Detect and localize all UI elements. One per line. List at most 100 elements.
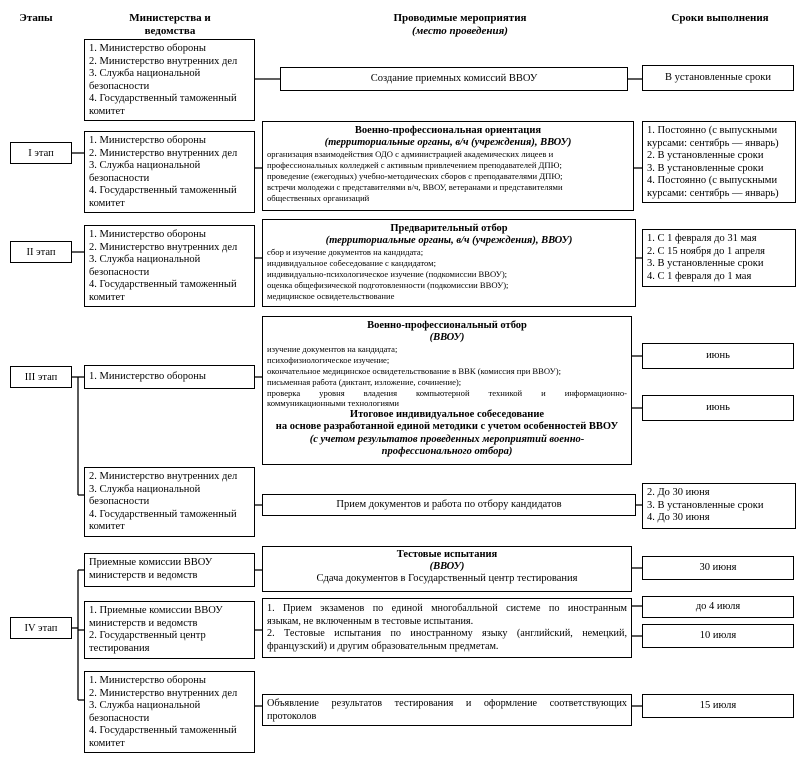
event-line: французский) и другим образовательным пр… bbox=[267, 640, 499, 652]
ministry-item: безопасности bbox=[89, 712, 150, 724]
ministry-item: министерств и ведомств bbox=[89, 617, 198, 629]
ministry-item: 4. Государственный таможенный bbox=[89, 725, 237, 737]
event-tests: Тестовые испытания (ВВОУ) Сдача документ… bbox=[262, 546, 632, 592]
ministry-item: комитет bbox=[89, 291, 125, 303]
header-events-place: (место проведения) bbox=[412, 25, 508, 37]
header-ministries-line2: ведомства bbox=[144, 25, 196, 37]
event-title: Предварительный отбор bbox=[390, 223, 508, 234]
event-line: изучение документов на кандидата; bbox=[267, 344, 398, 355]
stage-4-label: IV этап bbox=[24, 622, 58, 634]
event-line: медицинское освидетельствование bbox=[267, 290, 395, 301]
event-line: Объявление результатов тестирования и оф… bbox=[267, 698, 627, 709]
deadline-item: 2. В установленные сроки bbox=[647, 150, 764, 162]
event-place: (территориальные органы, в/ч (учреждения… bbox=[324, 137, 572, 149]
stage-3-box: III этап bbox=[10, 366, 72, 388]
deadline-text: 10 июля bbox=[699, 629, 737, 641]
ministry-item: 2. Министерство внутренних дел bbox=[89, 241, 238, 253]
event-line: профессиональных колледжей с активным пр… bbox=[267, 160, 562, 171]
deadline-text: июнь bbox=[706, 401, 730, 413]
deadline-text: В установленные сроки bbox=[665, 71, 771, 83]
deadline-text: 30 июня bbox=[699, 561, 737, 573]
event-commissions-creation: Создание приемных комиссий ВВОУ bbox=[280, 67, 628, 91]
event-line: 1. Прием экзаменов по единой многобалльн… bbox=[267, 603, 627, 614]
event-line: организация взаимодействия ОДО с админис… bbox=[267, 149, 554, 160]
ministry-item: 1. Министерство обороны bbox=[89, 229, 206, 240]
ministry-item: 4. Государственный таможенный bbox=[89, 185, 237, 197]
event-final-subtitle: профессионального отбора) bbox=[381, 445, 513, 457]
event-line: Сдача документов в Государственный центр… bbox=[316, 573, 578, 585]
stage-1-label: I этап bbox=[28, 147, 54, 159]
ministries-list-stage1: 1. Министерство обороны 2. Министерство … bbox=[84, 131, 255, 213]
event-place: (территориальные органы, в/ч (учреждения… bbox=[325, 235, 573, 247]
event-title: Военно-профессиональный отбор bbox=[367, 320, 527, 331]
ministry-item: 1. Министерство обороны bbox=[89, 370, 206, 382]
event-line: встречи молодежи с представителями в/ч, … bbox=[267, 181, 563, 192]
deadline-item: 1. Постоянно (с выпускными bbox=[647, 125, 778, 136]
event-line: проверка уровня владения компьютерной те… bbox=[267, 387, 627, 398]
event-place: (ВВОУ) bbox=[429, 332, 465, 344]
ministry-item: безопасности bbox=[89, 266, 150, 278]
deadline-item: курсами: сентябрь — январь) bbox=[647, 187, 779, 199]
event-line: сбор и изучение документов на кандидата; bbox=[267, 247, 424, 258]
header-events: Проводимые мероприятия (место проведения… bbox=[340, 12, 580, 38]
event-line: индивидуально-психологическое изучение (… bbox=[267, 269, 508, 279]
header-events-title: Проводимые мероприятия bbox=[393, 12, 527, 24]
stage-2-label: II этап bbox=[26, 246, 56, 258]
ministry-item: безопасности bbox=[89, 172, 150, 184]
deadline-text: июнь bbox=[706, 349, 730, 361]
deadline-july15: 15 июля bbox=[642, 694, 794, 718]
event-title: Тестовые испытания bbox=[396, 549, 498, 560]
ministry-item: 2. Министерство внутренних дел bbox=[89, 147, 238, 159]
ministry-item: 1. Министерство обороны bbox=[89, 43, 206, 54]
header-deadlines: Сроки выполнения bbox=[671, 12, 769, 24]
ministry-item: 2. Министерство внутренних дел bbox=[89, 55, 238, 67]
ministry-item: безопасности bbox=[89, 496, 150, 508]
stage-4-box: IV этап bbox=[10, 617, 72, 639]
deadline-july10: 10 июля bbox=[642, 624, 794, 648]
header-ministries-line1: Министерства и bbox=[129, 12, 211, 24]
deadline-stage3-june-1: июнь bbox=[642, 343, 794, 369]
ministries-commissions: Приемные комиссии ВВОУ министерств и вед… bbox=[84, 553, 255, 587]
ministry-item: 4. Государственный таможенный bbox=[89, 508, 237, 520]
ministries-list3-stage3: 2. Министерство внутренних дел 3. Служба… bbox=[84, 467, 255, 537]
ministry-item: комитет bbox=[89, 521, 125, 533]
event-documents: Прием документов и работа по отбору канд… bbox=[262, 494, 636, 516]
deadline-item: 4. С 1 февраля до 1 мая bbox=[647, 270, 752, 282]
ministries-list-row1: 1. Министерство обороны 2. Министерство … bbox=[84, 39, 255, 121]
event-line: оценка общефизической подготовленности (… bbox=[267, 279, 509, 290]
event-line: языкам, не включенным в тестовые испытан… bbox=[267, 615, 474, 627]
deadline-row1: В установленные сроки bbox=[642, 65, 794, 91]
event-line: окончательное медицинское освидетельство… bbox=[267, 366, 561, 376]
deadline-item: 2. С 15 ноября до 1 апреля bbox=[647, 245, 766, 257]
event-selection: Военно-профессиональный отбор (ВВОУ) изу… bbox=[262, 316, 632, 465]
ministry-item: Приемные комиссии ВВОУ bbox=[89, 557, 213, 568]
ministry-item: 4. Государственный таможенный bbox=[89, 93, 237, 105]
ministry-item: тестирования bbox=[89, 642, 150, 654]
deadline-stage3-june-2: июнь bbox=[642, 395, 794, 421]
deadline-stage2: 1. С 1 февраля до 31 мая 2. С 15 ноября … bbox=[642, 229, 796, 287]
ministries-commissions-center: 1. Приемные комиссии ВВОУ министерств и … bbox=[84, 601, 255, 659]
event-final-title: на основе разработанной единой методики … bbox=[275, 421, 619, 433]
event-title: Военно-профессиональная ориентация bbox=[354, 125, 542, 136]
deadline-text: 15 июля bbox=[699, 699, 737, 711]
ministry-item: 2. Государственный центр bbox=[89, 630, 206, 642]
ministry-item: комитет bbox=[89, 737, 125, 749]
ministry-item: министерств и ведомств bbox=[89, 569, 198, 581]
stage-1-box: I этап bbox=[10, 142, 72, 164]
event-line: психофизиологическое изучение; bbox=[267, 355, 390, 366]
event-line: общественных организаций bbox=[267, 192, 370, 203]
deadline-item: 2. До 30 июня bbox=[647, 487, 710, 498]
header-stages: Этапы bbox=[19, 12, 53, 24]
ministries-list-stage2: 1. Министерство обороны 2. Министерство … bbox=[84, 225, 255, 307]
event-line: проведение (ежегодных) учебно-методическ… bbox=[267, 171, 563, 181]
event-place: (ВВОУ) bbox=[429, 561, 465, 573]
ministry-item: 1. Приемные комиссии ВВОУ bbox=[89, 605, 223, 616]
deadline-july4: до 4 июля bbox=[642, 596, 794, 618]
deadline-stage1: 1. Постоянно (с выпускными курсами: сент… bbox=[642, 121, 796, 203]
event-final-subtitle: (с учетом результатов проведенных меропр… bbox=[309, 433, 585, 445]
ministry-item: 3. Служба национальной bbox=[89, 68, 201, 80]
event-results: Объявление результатов тестирования и оф… bbox=[262, 694, 632, 726]
ministries-list-stage4: 1. Министерство обороны 2. Министерство … bbox=[84, 671, 255, 753]
deadline-item: 3. В установленные сроки bbox=[647, 499, 764, 511]
event-orientation: Военно-профессиональная ориентация (терр… bbox=[262, 121, 634, 211]
